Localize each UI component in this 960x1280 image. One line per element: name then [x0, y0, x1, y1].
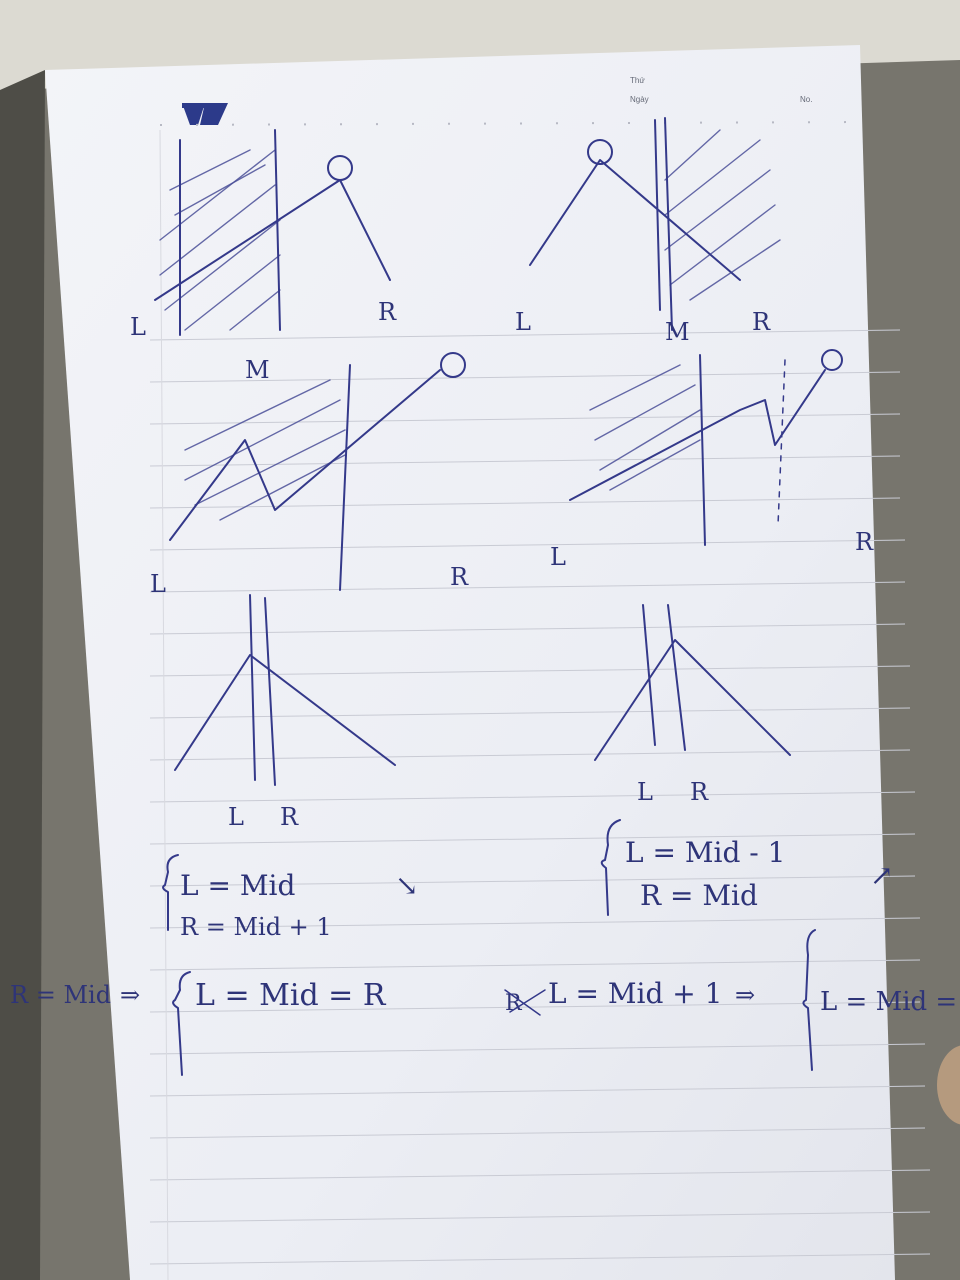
notebook-page	[45, 45, 895, 1280]
sketch-panel-6: L R	[594, 604, 791, 806]
crossed-out-scribble: R	[505, 991, 523, 1016]
ruled-lines	[149, 129, 931, 1280]
notebook-brand-logo	[182, 103, 228, 125]
panel6-left-label: L	[637, 778, 653, 806]
notebook-header: Thứ Ngày No.	[159, 76, 861, 126]
bottom-left-result: L = Mid = R	[195, 978, 387, 1013]
right-case-arrow: ↗	[870, 859, 893, 892]
panel3-right-label: R	[450, 563, 469, 591]
sketch-panel-1: L M R	[130, 129, 397, 384]
note-right-case: L = Mid - 1 R = Mid ↗	[600, 819, 893, 916]
note-bottom-right: R L = Mid + 1 ⇒ L = Mid = R	[504, 929, 960, 1071]
panel5-right-label: R	[280, 803, 299, 831]
panel1-mid-label: M	[245, 356, 270, 384]
panel2-mid-label: M	[665, 318, 690, 346]
bottom-right-implies-arrow: ⇒	[735, 981, 755, 1009]
finger	[937, 1045, 960, 1125]
panel6-right-label: R	[690, 778, 709, 806]
right-case-line1: L = Mid - 1	[625, 836, 785, 869]
left-case-line2: R = Mid + 1	[180, 913, 332, 941]
left-case-line1: L = Mid	[180, 869, 295, 902]
note-bottom-left: R = Mid ⇒ L = Mid = R	[10, 971, 387, 1076]
left-case-arrow: ↘	[395, 869, 418, 902]
bottom-right-result: L = Mid = R	[820, 987, 960, 1017]
sketch-panel-5: L R	[174, 594, 396, 831]
sketch-panel-2: L M R	[515, 117, 781, 346]
sketch-panel-4: L R	[550, 349, 874, 571]
panel1-left-label: L	[130, 313, 146, 341]
bottom-left-implies-arrow: ⇒	[120, 981, 140, 1009]
sketch-panel-3: L R	[150, 352, 469, 598]
bottom-right-condition: L = Mid + 1	[548, 977, 722, 1010]
panel2-left-label: L	[515, 308, 531, 336]
right-case-line2: R = Mid	[640, 879, 758, 912]
date-label: Ngày	[630, 95, 649, 104]
weekday-label: Thứ	[630, 76, 645, 85]
desk-edge-shadow	[0, 70, 45, 1280]
panel2-right-label: R	[752, 308, 771, 336]
panel3-left-label: L	[150, 570, 166, 598]
panel4-right-label: R	[855, 528, 874, 556]
bottom-left-condition: R = Mid	[10, 981, 111, 1009]
panel5-left-label: L	[228, 803, 244, 831]
panel1-right-label: R	[378, 298, 397, 326]
panel4-left-label: L	[550, 543, 566, 571]
number-label: No.	[800, 95, 812, 104]
note-left-case: L = Mid R = Mid + 1 ↘	[162, 854, 418, 941]
